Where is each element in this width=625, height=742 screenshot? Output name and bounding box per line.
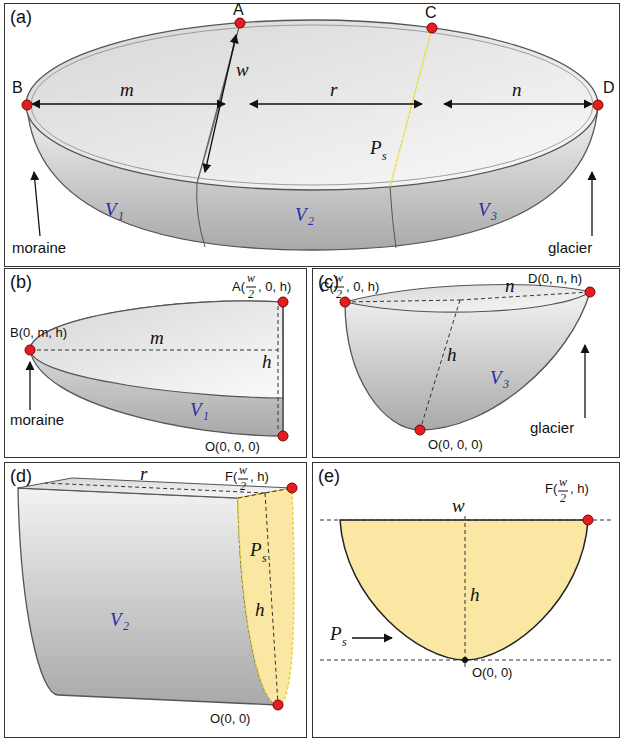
feature-label: moraine	[12, 240, 66, 255]
fraction-part: w	[559, 476, 567, 488]
fraction-part: 2	[248, 288, 254, 300]
panel-label: (b)	[10, 272, 32, 293]
half-basin-glacier	[334, 285, 595, 435]
half-basin-moraine	[25, 287, 288, 441]
dimension-label: n	[512, 80, 522, 99]
dimension-label: h	[470, 585, 480, 604]
fraction-part: w	[247, 272, 255, 284]
fraction-part: w	[239, 464, 247, 476]
point-label: A	[233, 2, 244, 18]
coordinate-label: F(	[225, 470, 237, 483]
dimension-label: n	[505, 276, 515, 295]
point-label: C	[425, 5, 437, 21]
panel-label: (d)	[10, 466, 32, 487]
feature-label: glacier	[530, 420, 574, 435]
coordinate-label: D(0, n, h)	[528, 272, 582, 285]
fraction-part: 2	[240, 480, 246, 492]
panel-label: (e)	[318, 466, 340, 487]
subscript: 3	[503, 378, 509, 390]
dimension-label: w	[452, 496, 465, 515]
dimension-label: h	[262, 352, 272, 371]
subscript: s	[262, 552, 267, 564]
volume-label: V	[478, 200, 490, 219]
dimension-label: P	[330, 624, 342, 643]
panel-label: (a)	[10, 7, 32, 28]
coordinate-label: F(	[545, 482, 557, 495]
basin-3d	[22, 18, 603, 250]
coordinate-label: A(	[232, 280, 245, 293]
dimension-label: P	[370, 138, 382, 157]
fraction-part: 2	[560, 492, 566, 504]
coordinate-label: , h)	[250, 470, 269, 483]
volume-label: V	[105, 200, 117, 219]
volume-label: V	[295, 205, 307, 224]
volume-label: V	[190, 400, 202, 419]
dimension-label: m	[120, 80, 134, 99]
point-label: B	[12, 80, 23, 96]
fraction-part: 2	[336, 288, 342, 300]
subscript: 1	[118, 210, 124, 222]
subscript: 2	[123, 620, 129, 632]
coordinate-label: C(	[320, 280, 334, 293]
fraction-part: w	[335, 272, 343, 284]
feature-label: glacier	[548, 240, 592, 255]
dimension-label: m	[150, 328, 164, 347]
coordinate-label: O(0, 0)	[472, 666, 512, 679]
coordinate-label: , h)	[570, 482, 589, 495]
subscript: 2	[308, 215, 314, 227]
coordinate-label: O(0, 0, 0)	[205, 440, 260, 453]
coordinate-label: , 0, h)	[346, 280, 379, 293]
dimension-label: h	[447, 345, 457, 364]
panel-frame: (e)	[312, 462, 620, 738]
feature-label: moraine	[10, 412, 64, 427]
coordinate-label: O(0, 0, 0)	[428, 438, 483, 451]
point-label: D	[603, 80, 615, 96]
coordinate-label: B(0, m, h)	[10, 326, 67, 339]
dimension-label: w	[236, 60, 249, 79]
dimension-label: h	[255, 600, 265, 619]
coordinate-label: , 0, h)	[258, 280, 291, 293]
subscript: 1	[203, 410, 209, 422]
coordinate-label: O(0, 0)	[210, 712, 250, 725]
dimension-label: r	[330, 80, 337, 99]
dimension-label: r	[140, 464, 147, 483]
panel-frame: (b)	[4, 268, 307, 458]
cross-section	[320, 491, 612, 668]
dimension-label: P	[250, 540, 262, 559]
volume-label: V	[490, 368, 502, 387]
subscript: s	[382, 150, 387, 162]
trough	[18, 478, 297, 710]
panel-frame: (a)	[4, 3, 620, 267]
subscript: 3	[491, 210, 497, 222]
volume-label: V	[110, 610, 122, 629]
subscript: s	[342, 636, 347, 648]
